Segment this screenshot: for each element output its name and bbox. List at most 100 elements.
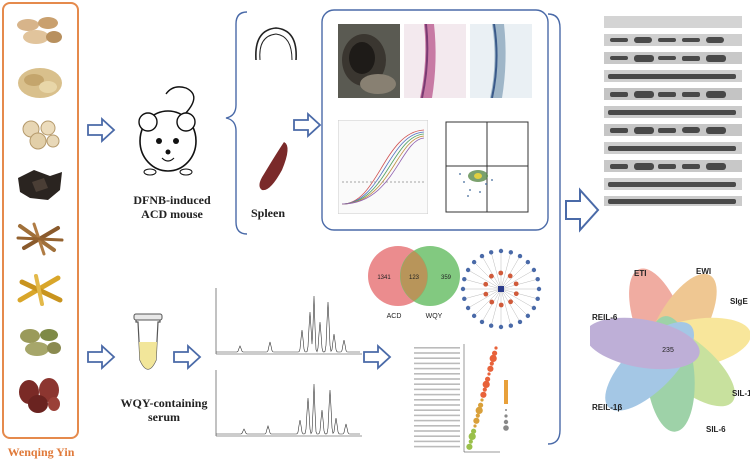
venn-overlap-value: 123 (409, 275, 420, 281)
venn-label-reil1b: REIL-1β (592, 403, 622, 412)
tb-stain-photo (470, 23, 532, 99)
arrow-to-results-icon (565, 187, 600, 233)
kegg-bubble (473, 417, 480, 424)
kegg-legend-size (505, 409, 507, 411)
venn-label-sil1b: SIL-1β (732, 389, 750, 398)
kegg-bubble (473, 424, 477, 428)
network-edge (500, 288, 512, 326)
flow-cytometry-plot (445, 121, 529, 213)
kegg-term-label (414, 399, 460, 401)
kegg-bubble (489, 361, 494, 366)
herb-red-seeds-icon (19, 378, 60, 413)
spleen-icon (259, 142, 288, 191)
network-node (488, 250, 494, 255)
kegg-bubble (482, 380, 490, 388)
kegg-bubble (475, 413, 480, 418)
right-bracket-shape (547, 13, 561, 445)
kegg-term-label (414, 404, 460, 406)
network-edge (500, 288, 521, 323)
ear-photo (338, 24, 400, 98)
spleen-label: Spleen (250, 206, 285, 220)
arrow-serum-to-hplc-icon (173, 345, 201, 369)
kegg-term-label (414, 373, 460, 375)
mouse-icon (138, 86, 197, 176)
venn-petal-reil6 (590, 317, 700, 370)
venn-label-sige: SIgE (730, 297, 748, 306)
network-edge (500, 288, 529, 317)
ear-inner-icon (259, 33, 293, 61)
herb-root-sticks-icon (16, 222, 64, 256)
serum-tube-icon (133, 313, 163, 370)
kegg-bubble (480, 391, 487, 398)
kegg-term-label (414, 440, 460, 443)
network-node (465, 305, 471, 311)
brace-shape (225, 11, 248, 235)
kegg-term-label (414, 430, 460, 432)
network-edge (500, 278, 538, 290)
kegg-term-label (414, 347, 460, 349)
kegg-bubble (466, 443, 473, 450)
network-node (507, 273, 513, 279)
kegg-legend-size (503, 425, 509, 431)
ppi-network-diagram (460, 248, 542, 330)
network-node (479, 319, 485, 325)
kegg-term-label (414, 378, 460, 380)
serum-label: WQY-containing serum (120, 396, 208, 424)
herb-slices-3-icon (22, 120, 60, 150)
kegg-bubble (468, 439, 473, 444)
network-edge (464, 278, 502, 290)
arrow-herb-to-mouse-icon (87, 118, 115, 142)
herbal-panel-title: Wenqing Yin (7, 445, 75, 459)
network-node (508, 323, 514, 328)
herb-slices-2-icon (18, 68, 62, 98)
kegg-term-label (414, 414, 460, 417)
network-node (517, 253, 523, 259)
venn-wqy-label: WQY (426, 313, 443, 320)
kegg-term-label (414, 357, 460, 359)
venn-wqy-value: 359 (441, 275, 452, 281)
network-edge (481, 255, 502, 290)
chromatogram-trace (216, 295, 360, 353)
network-edge (467, 288, 502, 309)
kegg-legend-size (504, 414, 508, 418)
kegg-bubble (487, 372, 491, 376)
herb-slices-1-icon (17, 17, 62, 44)
network-node (525, 313, 531, 319)
chromatogram-trace (216, 383, 360, 435)
network-edge (473, 288, 502, 317)
arrow-herb-to-serum-icon (87, 345, 115, 369)
kegg-term-label (414, 383, 460, 385)
kegg-term-label (414, 367, 460, 370)
network-edge (464, 288, 502, 300)
he-stain-photo (404, 23, 466, 99)
network-edge (490, 252, 502, 290)
ear-icon (255, 27, 297, 61)
mouse-model-label: DFNB-induced ACD mouse (133, 193, 211, 221)
kegg-bubble (485, 376, 491, 382)
herb-images (16, 17, 64, 413)
hplc-chromatograms (215, 288, 362, 437)
arrow-hplc-to-kegg-icon (363, 345, 391, 369)
kegg-term-label (414, 362, 460, 365)
network-edge (500, 261, 529, 290)
network-node (471, 313, 477, 319)
kegg-term-label (414, 388, 460, 391)
venn-acd-label: ACD (387, 313, 402, 320)
network-node (498, 324, 504, 330)
network-node (489, 299, 495, 305)
network-edge (500, 269, 535, 290)
kegg-bubble (494, 346, 498, 350)
network-node (508, 250, 514, 255)
kegg-bubble (475, 406, 483, 414)
network-node (498, 248, 504, 254)
herb-dark-pieces-icon (18, 170, 62, 200)
herbal-panel (2, 2, 79, 439)
kegg-legend-size (503, 419, 509, 425)
network-node (531, 305, 537, 311)
network-node (525, 259, 531, 265)
network-node (535, 276, 540, 282)
network-node (536, 286, 542, 292)
network-node (508, 299, 513, 305)
tissue-icons (255, 27, 297, 191)
network-node (483, 281, 489, 287)
